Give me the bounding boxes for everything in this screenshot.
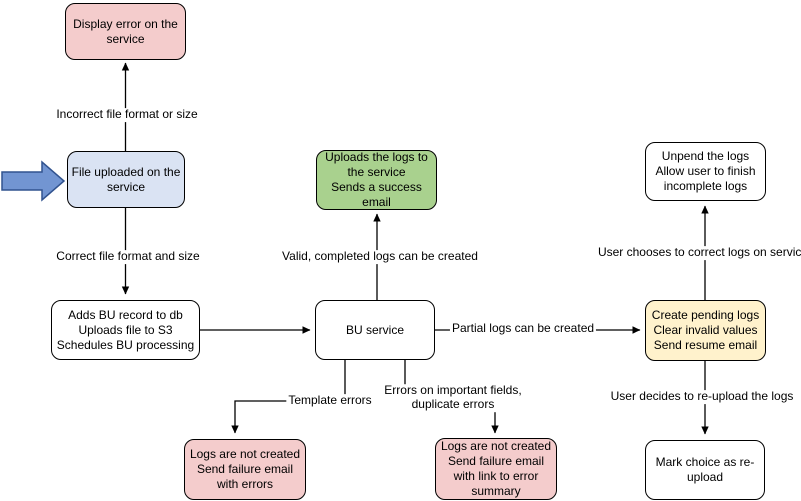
node-logs-not-created-errors-label: Logs are not created Send failure email …	[189, 447, 301, 491]
edge-label-template-errors: Template errors	[286, 393, 374, 408]
node-create-pending-label: Create pending logs Clear invalid values…	[651, 308, 760, 352]
edge-label-partial-logs: Partial logs can be created	[449, 321, 597, 336]
edge-label-user-decides: User decides to re-upload the logs	[608, 389, 796, 404]
edge-label-valid-completed: Valid, completed logs can be created	[280, 249, 480, 264]
node-logs-not-created-summary-label: Logs are not created Send failure email …	[440, 439, 552, 498]
edge-label-correct-format: Correct file format and size	[54, 249, 202, 264]
node-mark-reupload-label: Mark choice as re- upload	[655, 455, 755, 484]
node-create-pending: Create pending logs Clear invalid values…	[645, 300, 766, 361]
node-file-uploaded-label: File uploaded on the service	[71, 164, 181, 194]
edge-label-incorrect-format: Incorrect file format or size	[54, 107, 200, 122]
node-bu-service: BU service	[315, 300, 435, 360]
node-adds-bu-record: Adds BU record to db Uploads file to S3 …	[51, 300, 200, 360]
node-uploads-logs: Uploads the logs to the service Sends a …	[316, 150, 437, 210]
entry-arrow-icon	[1, 160, 66, 202]
node-file-uploaded: File uploaded on the service	[67, 151, 185, 208]
node-logs-not-created-errors: Logs are not created Send failure email …	[184, 439, 306, 500]
node-adds-bu-record-label: Adds BU record to db Uploads file to S3 …	[56, 307, 195, 352]
node-unpend-logs: Unpend the logs Allow user to finish inc…	[645, 142, 766, 201]
node-uploads-logs-label: Uploads the logs to the service Sends a …	[325, 150, 428, 209]
node-unpend-logs-label: Unpend the logs Allow user to finish inc…	[655, 149, 756, 193]
edge-label-important-fields: Errors on important fields, duplicate er…	[382, 383, 524, 412]
node-display-error: Display error on the service	[65, 3, 186, 60]
node-logs-not-created-summary: Logs are not created Send failure email …	[435, 438, 557, 500]
edge-label-user-chooses: User chooses to correct logs on service	[595, 245, 801, 260]
node-bu-service-label: BU service	[345, 322, 404, 337]
node-mark-reupload: Mark choice as re- upload	[645, 440, 765, 500]
node-display-error-label: Display error on the service	[73, 16, 178, 46]
